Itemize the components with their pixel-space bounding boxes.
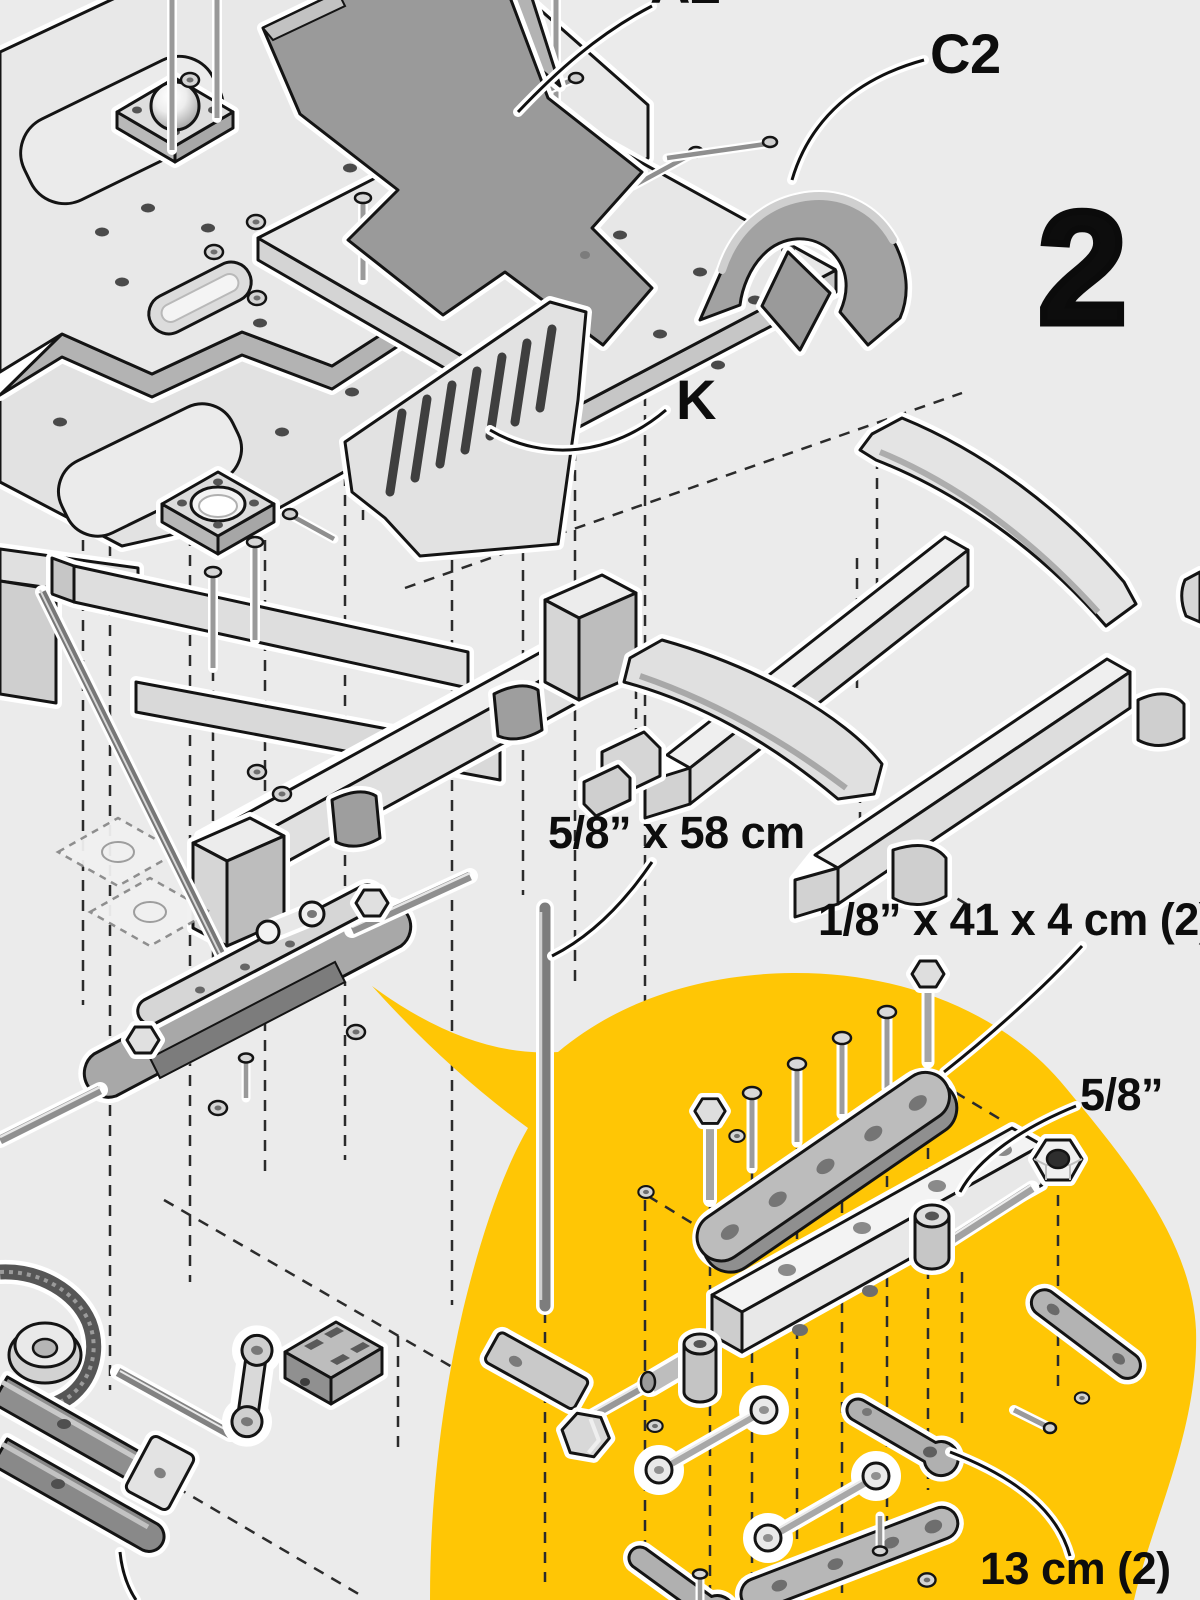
hex-nut xyxy=(1034,1140,1082,1180)
callout-parts xyxy=(479,899,1147,1600)
lever-arm-13cm xyxy=(841,1393,965,1482)
t-fitting-rod xyxy=(563,1328,722,1435)
vent-slots xyxy=(385,324,557,497)
hex-cap xyxy=(558,1411,612,1459)
flat-bar-41cm xyxy=(692,1067,959,1274)
leader-rod xyxy=(551,861,654,958)
tie-rod-2 xyxy=(743,1451,901,1563)
small-plate xyxy=(479,1326,594,1415)
label-dim-link: 13 cm (2) xyxy=(980,1543,1171,1594)
label-dim-rod: 5/8” x 58 cm xyxy=(548,807,805,858)
handle-c2 xyxy=(694,190,913,351)
long-rod xyxy=(35,585,250,1005)
leader-k xyxy=(489,408,667,452)
body-panel-a2 xyxy=(257,0,658,351)
pins-and-bolts xyxy=(637,961,944,1207)
label-dim-pin: 5/8” xyxy=(1080,1069,1164,1120)
rod-with-fitting xyxy=(909,1180,1040,1275)
right-slim-bar xyxy=(1025,1283,1147,1385)
side-rails xyxy=(578,412,1200,923)
leader-pin xyxy=(958,1104,1077,1193)
leader-bar xyxy=(943,944,1084,1074)
long-threaded-rod xyxy=(536,899,554,1315)
block-part xyxy=(279,1316,388,1410)
leader-c2 xyxy=(790,58,925,181)
long-bar-bottom xyxy=(734,1501,964,1600)
label-part-k: K xyxy=(676,368,716,431)
label-part-c2: C2 xyxy=(930,22,1001,85)
leader-a2 xyxy=(516,4,653,114)
link-dogbone xyxy=(221,1325,283,1447)
ghost-flanges xyxy=(55,816,213,948)
step-number: 2 xyxy=(1035,178,1131,357)
body-panel-corner xyxy=(756,246,836,356)
leader-link xyxy=(949,1450,1072,1557)
label-part-a2: A2 xyxy=(650,0,721,12)
bottom-left-parts xyxy=(0,1316,388,1558)
vent-panel-k xyxy=(339,296,592,562)
tie-rod-1 xyxy=(634,1385,789,1495)
label-dim-plate-bar: 1/8” x 41 x 4 cm (2) xyxy=(818,894,1200,945)
steering-assembly xyxy=(0,868,478,1148)
leader-bottom-left xyxy=(118,1551,138,1600)
leader-lines xyxy=(115,1,1087,1600)
motor-flange xyxy=(156,466,280,560)
